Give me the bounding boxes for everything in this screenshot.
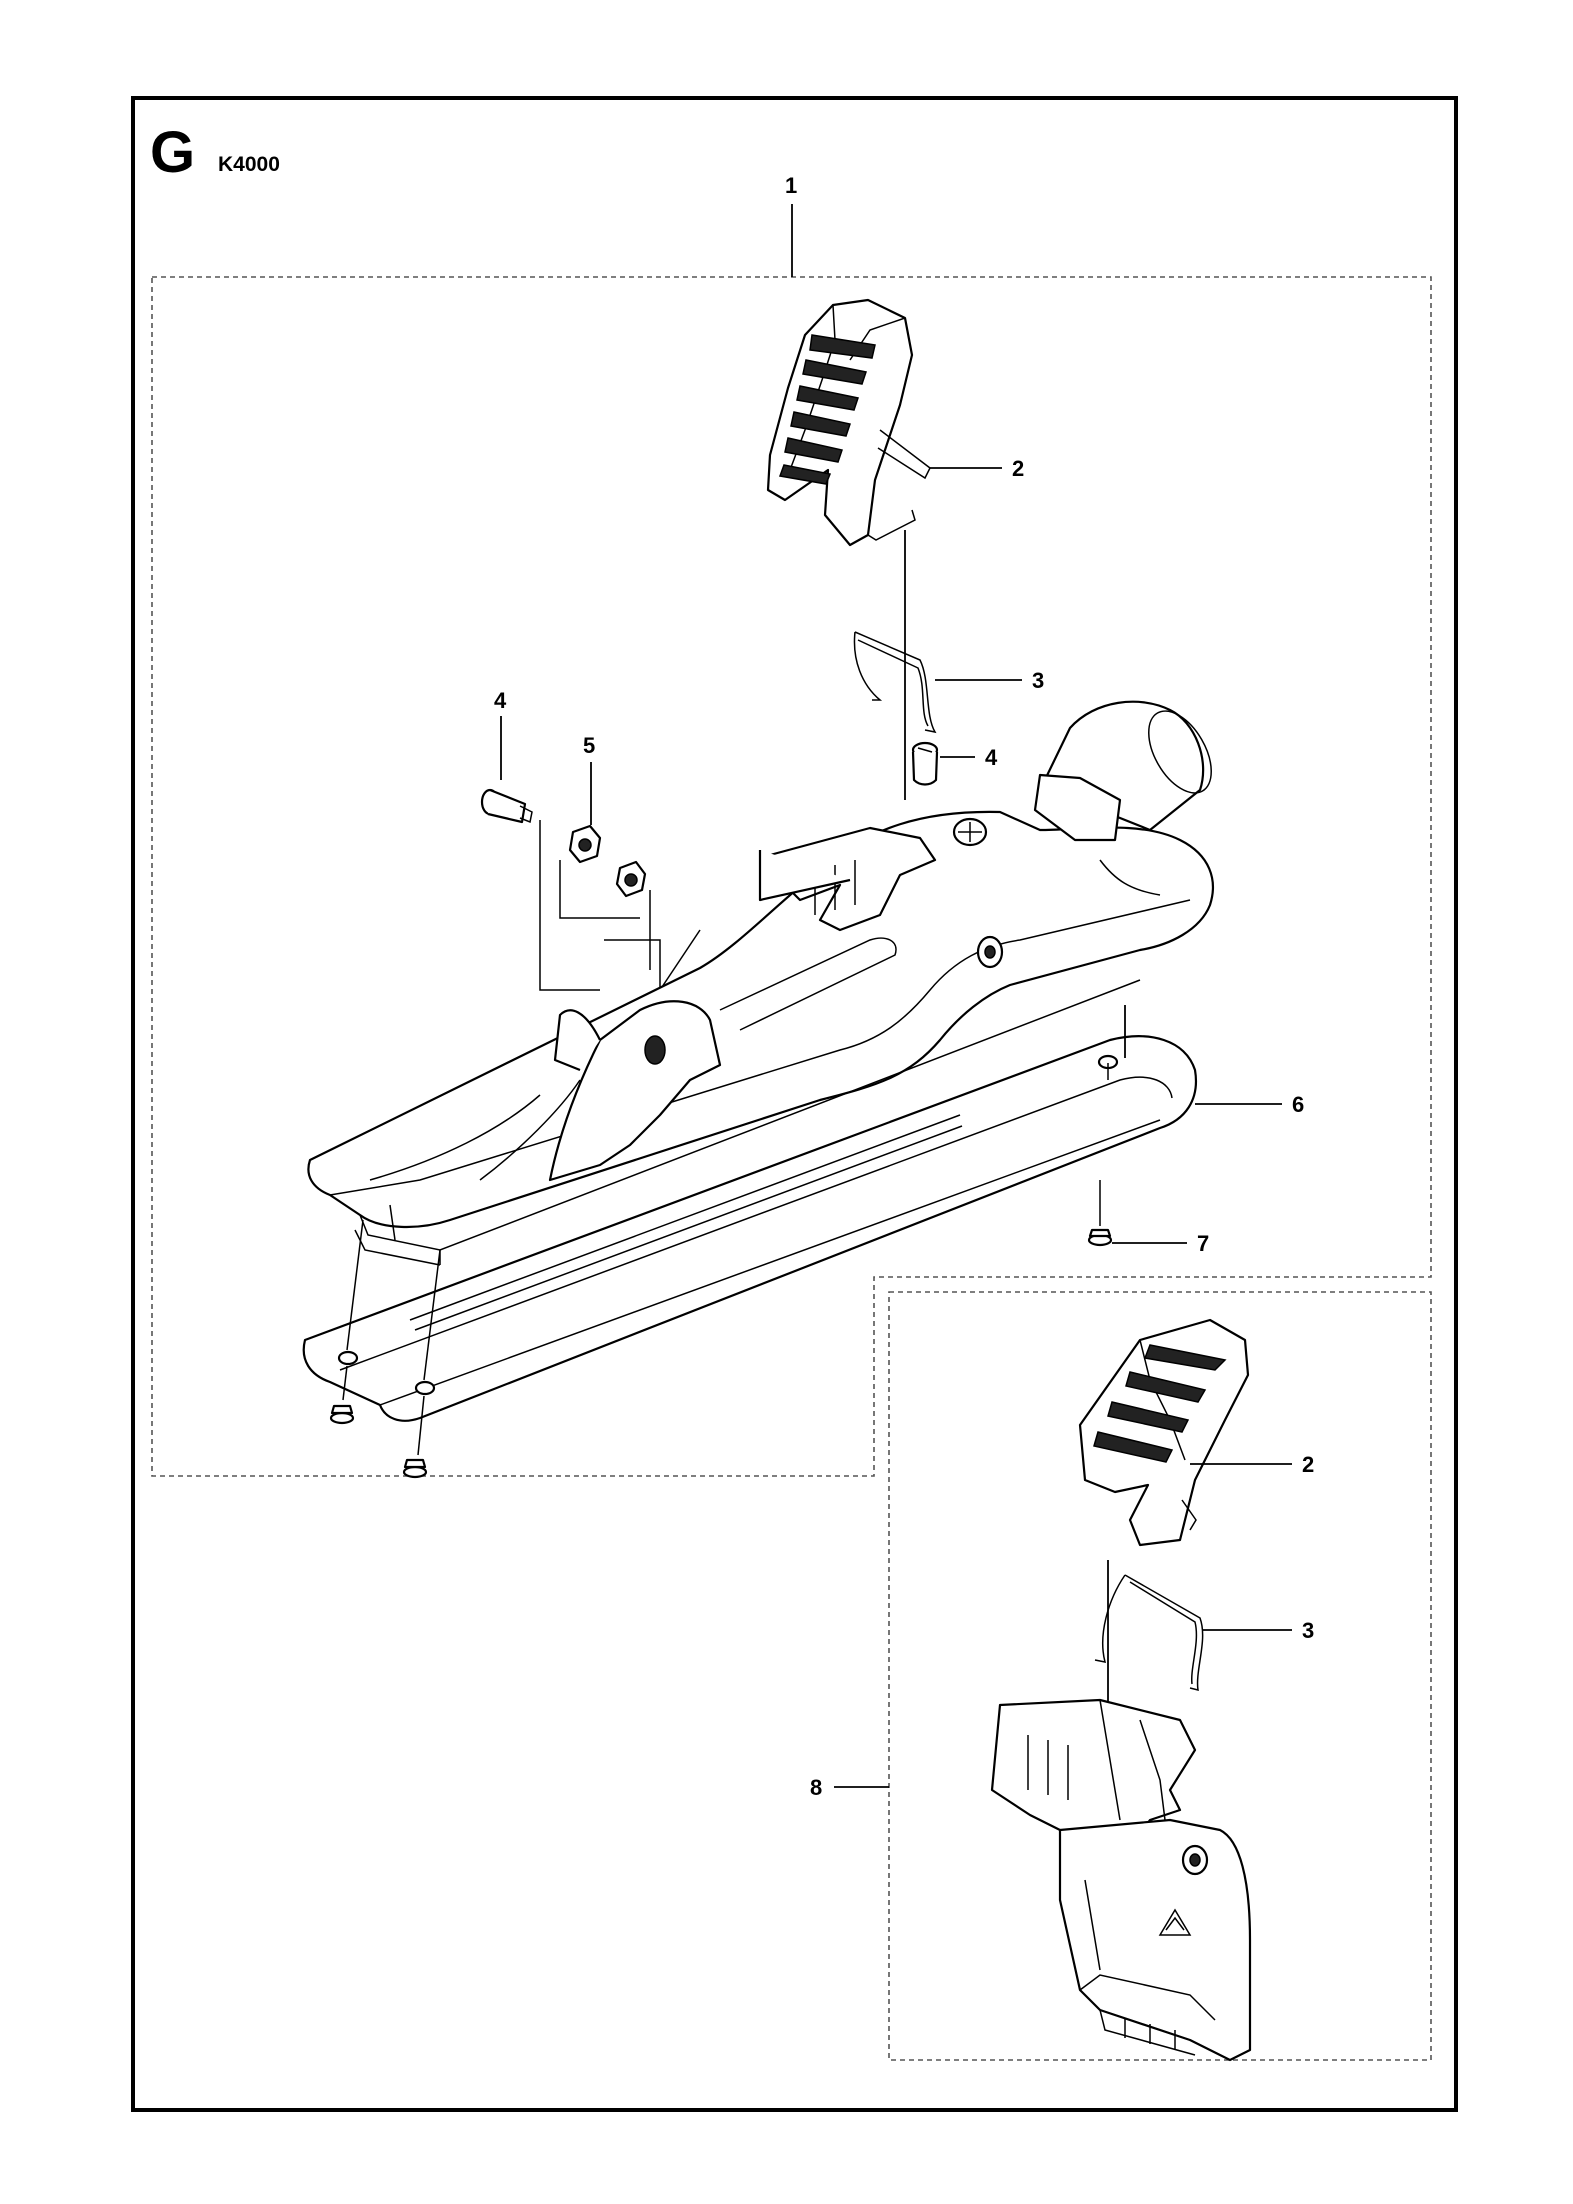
- callout-7: 7: [1197, 1231, 1209, 1256]
- callout-8: 8: [810, 1775, 822, 1800]
- screw-part-left: [480, 788, 533, 824]
- bottom-screw-right: [402, 1458, 428, 1479]
- wire-clip-part: [853, 631, 937, 734]
- nut-part: [568, 824, 647, 898]
- page-frame: [131, 96, 1458, 2112]
- callout-2-detail: 2: [1302, 1452, 1314, 1477]
- handle-cap-part: [766, 298, 931, 547]
- callout-1: 1: [785, 173, 797, 198]
- section-letter: G: [150, 120, 195, 185]
- assembly-1-boundary: [151, 276, 1432, 1477]
- screw-part-right: [911, 741, 939, 786]
- callout-4-right: 4: [985, 745, 998, 770]
- bottom-screw-left: [329, 1404, 355, 1425]
- model-name: K4000: [218, 153, 280, 176]
- handle-cap-detail: [1078, 1318, 1250, 1547]
- detail-8-boundary: [888, 1291, 1432, 2061]
- callout-6: 6: [1292, 1092, 1304, 1117]
- callout-5: 5: [583, 733, 595, 758]
- callout-4-left: 4: [494, 688, 507, 713]
- bracket-assembly-detail: [990, 1698, 1252, 2062]
- callout-2-top: 2: [1012, 456, 1024, 481]
- handle-body-part: [307, 700, 1214, 1266]
- wire-clip-detail: [1094, 1574, 1204, 1691]
- callout-3-top: 3: [1032, 668, 1044, 693]
- screw-part-7: [1087, 1228, 1113, 1247]
- callout-3-detail: 3: [1302, 1618, 1314, 1643]
- base-plate-part: [302, 1035, 1198, 1422]
